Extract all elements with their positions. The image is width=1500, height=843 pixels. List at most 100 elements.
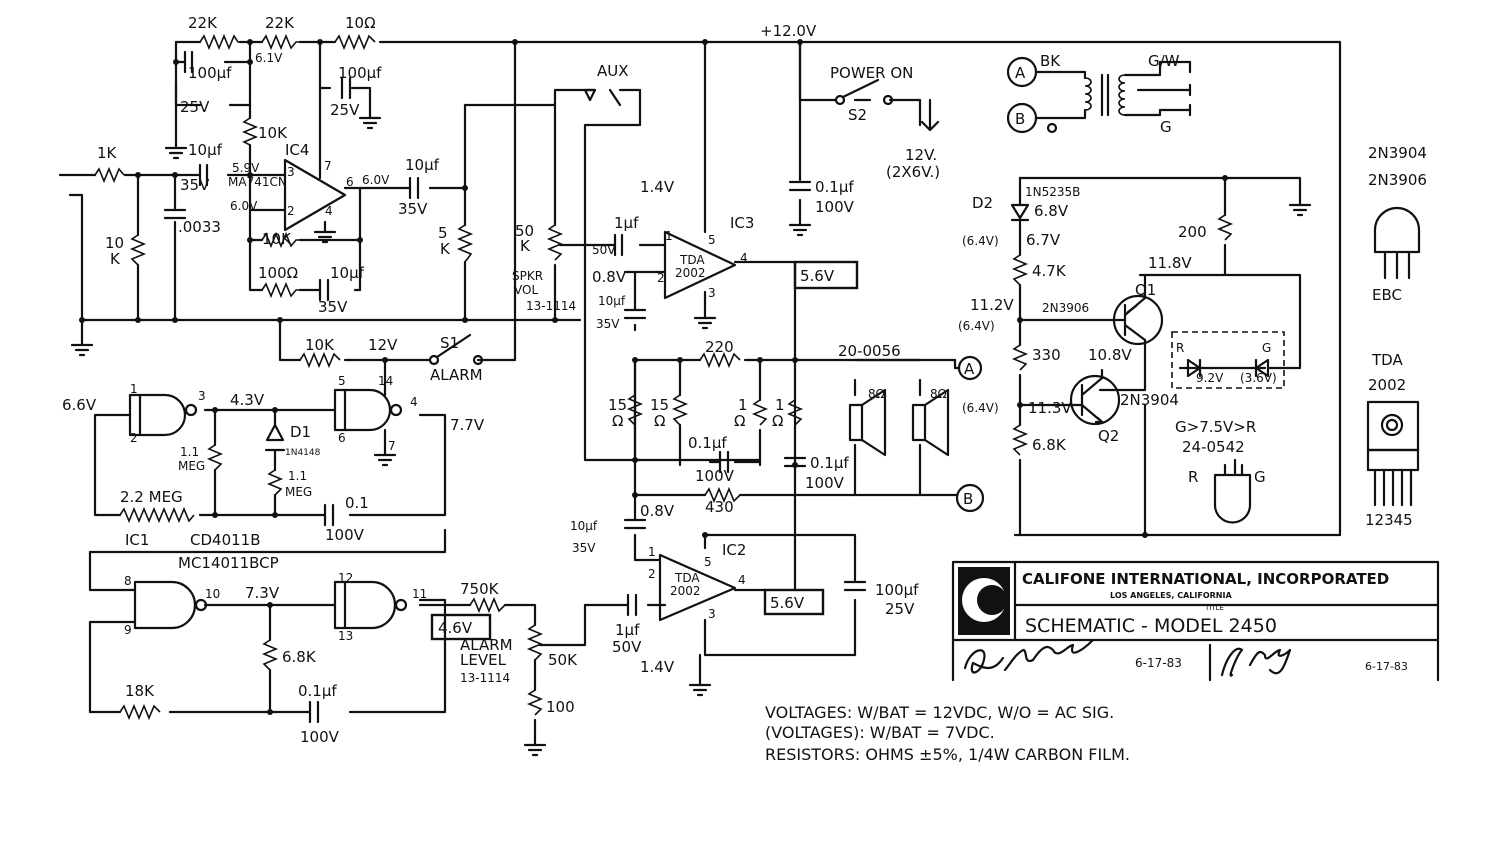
led-diodes [1186,358,1270,378]
capacitor-100uf-ic2 [843,580,867,592]
ic1-mid-voltage: 4.3V [230,391,265,409]
capacitor-10uf-fb [318,278,330,302]
capacitor-0-1-osc [323,503,335,527]
reg-v-64b: (6.4V) [958,319,995,333]
resistor-4-7k [1011,254,1029,286]
reg-v-108: 10.8V [1088,346,1132,364]
ic1-pin1: 1 [130,382,138,396]
ic4-pin4: 4 [325,204,333,218]
ic4-pin2: 2 [287,204,295,218]
c01uf-out-label: 0.1μf [810,454,849,472]
potentiometer-spkr-vol [546,224,564,261]
battery-arrow [920,98,940,132]
c35v-fb-label: 35V [318,298,348,316]
amplifier-ic2 [658,553,737,622]
led-leg-g: G [1254,468,1266,486]
transistor-q1 [1112,273,1164,346]
ic3-pin1: 1 [665,229,673,243]
c100uf-b-label: 100μf [338,64,382,82]
r15-a-ohm: Ω [612,412,623,430]
title-tag: TITLE [1204,604,1224,612]
r5k-label-b: K [440,240,451,258]
approved-date: 6-17-83 [1365,660,1408,673]
c100v-top-label: 100V [815,198,855,216]
r100-label: 100 [546,698,575,716]
ic2-pin4: 4 [738,573,746,587]
q2-part: 2N3904 [1120,391,1179,409]
diode-d1 [264,423,286,452]
r220-label: 220 [705,338,734,356]
reg-v-64c: (6.4V) [962,401,999,415]
note-line-1: VOLTAGES: W/BAT = 12VDC, W/O = AC SIG. [765,703,1114,722]
c100v-out-label: 100V [805,474,845,492]
spkr-vol-label-a: SPKR [512,269,543,283]
node-b-label: B [963,490,973,508]
signature-drawn-by [963,638,1095,674]
q1-part: 2N3906 [1042,301,1089,315]
op-amp-ic4 [283,158,347,232]
node-b-circle [955,483,985,513]
c10uf-ic2-label: 10μf [570,519,598,533]
speaker-a [848,388,887,457]
reg-v-113: 11.3V [1028,399,1072,417]
pinout-tda-b: 2002 [1368,376,1406,394]
ic2-pin3: 3 [708,607,716,621]
capacitor-10uf-ic2 [623,518,647,530]
company-name: CALIFONE INTERNATIONAL, INCORPORATED [1022,570,1389,588]
c35v-in-label: 35V [180,176,210,194]
ic1-supply-voltage: 12V [368,336,398,354]
ic1-pin5: 5 [338,374,346,388]
c10uf-out-label: 10μf [405,156,440,174]
r22k-a-label: 22K [188,14,218,32]
ic3-pin4: 4 [740,251,748,265]
switch-s2 [834,78,894,106]
aux-jack-contact [608,88,622,107]
ic3-pin1-voltage: 1.4V [640,178,675,196]
r1k-label: 1K [97,144,118,162]
resistor-1-b [786,399,804,426]
spkr-vol-label-b: VOL [514,283,538,297]
ic2-pin1: 1 [648,545,656,559]
ic2-out-voltage: 5.6V [770,594,805,612]
ic1-alt-part: MC14011BCP [178,554,279,572]
resistor-15-a [626,394,644,426]
bicolor-led-box [1171,331,1285,389]
labels: +12.0V POWER ON S2 12V. (2X6V.) AUX 22K … [62,14,1427,764]
c100v-alarm-label: 100V [300,728,340,746]
capacitor-1uf-ic2 [626,593,638,617]
transformer-g: G [1160,118,1172,136]
title-block [951,560,1440,682]
r10k-ic4-label: 10K [258,124,288,142]
resistor-10k-ic4 [241,117,259,146]
ic1-output-voltage: 7.7V [450,416,485,434]
drawn-date: 6-17-83 [1135,656,1182,670]
resistor-100 [526,689,544,716]
ic1-pin3: 3 [198,389,206,403]
ic3-pin2: 2 [657,271,665,285]
led-g-label: G [1262,341,1271,355]
node-leads [953,358,961,497]
r68k-alarm-label: 6.8K [282,648,317,666]
r10k-in-label-b: K [110,250,121,268]
ic3-out-voltage: 5.6V [800,267,835,285]
ic1-input-voltage: 6.6V [62,396,97,414]
resistors [94,33,1234,721]
schematic-title: SCHEMATIC - MODEL 2450 [1025,615,1277,637]
capacitor-10uf-ic3 [623,308,647,320]
ic1-pin12: 12 [338,571,353,585]
ic4-ref: IC4 [285,141,309,159]
r10k-alarm-label: 10K [305,336,335,354]
pinout-2n3906: 2N3906 [1368,171,1427,189]
ic1-pin7: 7 [388,439,396,453]
ic3-pin3: 3 [708,286,716,300]
ic4-pin6: 6 [346,175,354,189]
q2-label: Q2 [1098,427,1119,445]
c10uf-ic3-label: 10μf [598,294,626,308]
alarm-voltage-text: 4.6V [438,619,473,637]
pinout-ebc: EBC [1372,286,1402,304]
c100uf-ic2-label: 100μf [875,581,919,599]
spk-b-label: 8Ω [930,387,947,401]
c25v-ic2-label: 25V [885,600,915,618]
ic4-vin-minus: 6.0V [230,199,258,213]
